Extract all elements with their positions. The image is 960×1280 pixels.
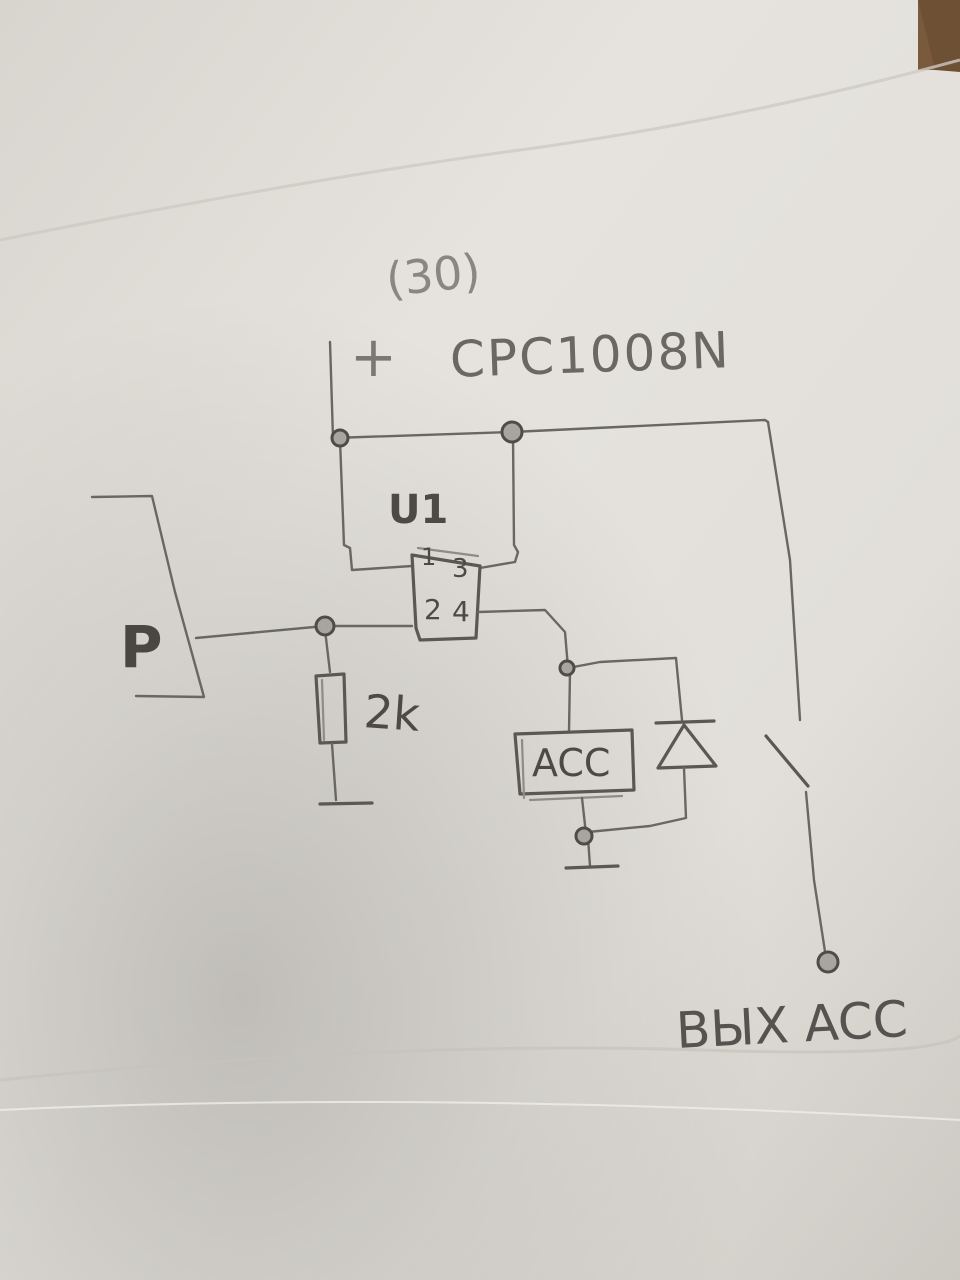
relay-designator: U1: [388, 487, 449, 533]
load-label: ACC: [532, 741, 611, 785]
open-switch-icon: [764, 734, 828, 960]
relay-u1: [338, 433, 520, 642]
resistor-icon: [314, 628, 348, 802]
acc-load-box: [513, 728, 636, 802]
pin-4-label: 4: [452, 595, 470, 628]
pin-2-label: 2: [424, 593, 442, 626]
supply-wires: [328, 340, 802, 722]
resistor-value: 2k: [362, 684, 422, 742]
diode-icon: [586, 719, 718, 834]
plus-sign: +: [350, 325, 397, 390]
junction-nodes: [314, 420, 840, 974]
part-number: CPC1008N: [449, 321, 732, 389]
input-label: P: [120, 613, 163, 681]
output-label: ВЫХ ACC: [674, 989, 910, 1061]
pin-1-label: 1: [421, 543, 437, 571]
output-wire: [476, 608, 684, 734]
ground-icon: [318, 801, 374, 806]
pin-3-label: 3: [452, 554, 469, 584]
connector-bracket-icon: [90, 494, 206, 699]
ref-number: (30): [383, 243, 484, 307]
